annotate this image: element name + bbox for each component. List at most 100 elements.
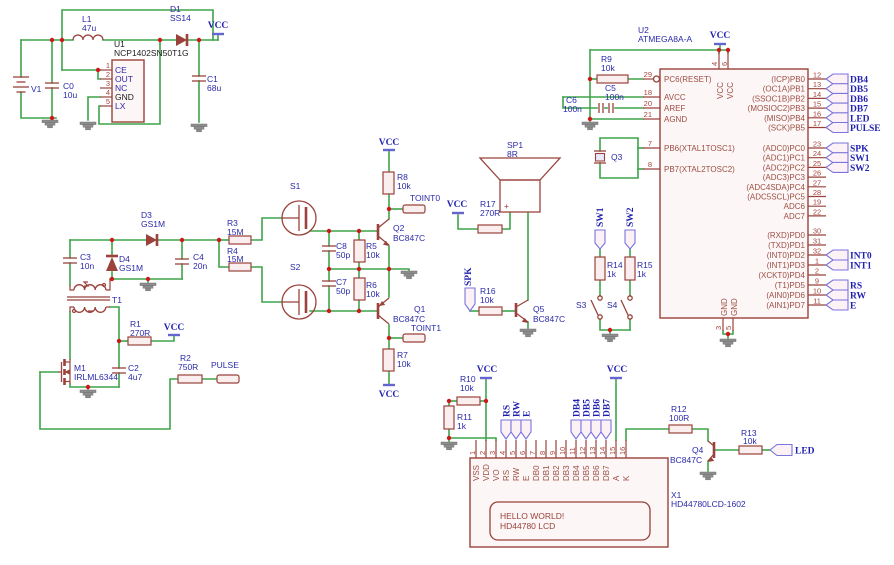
svg-text:23: 23 <box>813 140 821 149</box>
resistor-r6: R6 10k <box>353 277 380 301</box>
net-flag-label: E <box>523 411 533 417</box>
svg-text:RS: RS <box>502 470 511 481</box>
svg-text:R11: R11 <box>457 412 472 422</box>
svg-text:17: 17 <box>813 119 821 128</box>
svg-text:10k: 10k <box>480 295 494 305</box>
svg-text:29: 29 <box>644 70 652 79</box>
lcd-pin: 2 VDD <box>478 440 491 481</box>
regulator-u1: U1 NCP1402SN50T1G 1 2 3 4 5 CE OUT NC GN… <box>100 39 189 123</box>
resistor-r12: R12 100R <box>668 404 693 434</box>
svg-text:(SSOC1B)PB2: (SSOC1B)PB2 <box>752 94 805 103</box>
svg-text:1k: 1k <box>457 421 467 431</box>
svg-text:6: 6 <box>518 451 527 455</box>
svg-text:PB6(XTAL1TOSC1): PB6(XTAL1TOSC1) <box>664 144 735 153</box>
lcd-pin: 7 DB0 <box>528 440 541 481</box>
svg-text:10k: 10k <box>366 289 380 299</box>
svg-text:X1: X1 <box>671 490 682 500</box>
svg-text:SW2: SW2 <box>626 207 636 227</box>
lcd-pin: 6 E E <box>518 411 533 481</box>
svg-text:13: 13 <box>813 80 821 89</box>
net-flag-label: PULSE <box>850 124 881 134</box>
diode-d3: D3 GS1M <box>141 210 165 246</box>
crystal-q3: Q3 <box>594 150 623 164</box>
lcd-pin: 8 DB1 <box>538 440 551 481</box>
transformer-t1: T1 <box>67 279 122 314</box>
vcc-label: VCC <box>447 200 468 210</box>
svg-text:R10: R10 <box>460 374 476 384</box>
toint1-testpoint: TOINT1 <box>402 323 441 343</box>
resistor-r8: R8 10k <box>382 171 411 195</box>
capacitor-c2: C2 4u7 <box>112 363 142 382</box>
svg-text:SW1: SW1 <box>596 207 606 227</box>
diode-d1: D1 SS14 <box>170 4 191 46</box>
svg-text:10n: 10n <box>80 261 94 271</box>
svg-text:SS14: SS14 <box>170 13 191 23</box>
svg-text:R4: R4 <box>227 246 238 256</box>
svg-text:(ADC5SCL)PC5: (ADC5SCL)PC5 <box>747 193 805 202</box>
svg-text:U2: U2 <box>638 25 649 35</box>
net-flag-label: RS <box>503 405 513 417</box>
toint0-testpoint: TOINT0 <box>402 193 440 214</box>
svg-text:AVCC: AVCC <box>664 93 686 102</box>
net-flag-label: DB6 <box>593 399 603 417</box>
spk-flag: SPK <box>464 267 476 312</box>
svg-text:10k: 10k <box>366 250 380 260</box>
svg-text:(INT0)PD2: (INT0)PD2 <box>767 251 806 260</box>
resistor-r16: R16 10k <box>478 286 503 316</box>
pin-row: 19 ADC6 <box>784 198 826 211</box>
svg-text:32: 32 <box>813 247 821 256</box>
svg-text:R15: R15 <box>637 260 653 270</box>
transistor-q5: Q5 BC847C <box>514 299 565 324</box>
svg-text:C0: C0 <box>63 81 74 91</box>
svg-text:S2: S2 <box>290 262 301 272</box>
svg-text:31: 31 <box>813 237 821 246</box>
svg-text:28: 28 <box>813 188 821 197</box>
svg-text:HD44780LCD-1602: HD44780LCD-1602 <box>671 499 746 509</box>
net-flag-label: DB5 <box>583 399 593 417</box>
svg-text:10k: 10k <box>743 436 757 446</box>
svg-text:27: 27 <box>813 178 821 187</box>
svg-text:Q3: Q3 <box>611 152 623 162</box>
svg-text:+: + <box>504 201 509 211</box>
mcu-portc-pins: 23 (ADC0)PC0 SPK 24 (ADC1)PC1 SW1 25 (AD… <box>746 140 869 221</box>
lcd-pin: 14 DB7 DB7 <box>598 399 613 481</box>
svg-text:R17: R17 <box>480 199 496 209</box>
pulse-testpoint: PULSE <box>211 360 240 384</box>
svg-text:8: 8 <box>648 160 652 169</box>
capacitor-c8: C8 50p <box>322 241 350 260</box>
svg-text:SPK: SPK <box>464 267 474 286</box>
svg-text:GS1M: GS1M <box>141 219 165 229</box>
svg-text:(RXD)PD0: (RXD)PD0 <box>767 231 805 240</box>
svg-text:R1: R1 <box>130 319 141 329</box>
svg-text:DB3: DB3 <box>562 465 571 481</box>
svg-text:10k: 10k <box>460 383 474 393</box>
svg-text:R9: R9 <box>601 54 612 64</box>
pin-row: 30 (RXD)PD0 <box>767 227 826 240</box>
svg-text:Q4: Q4 <box>692 445 704 455</box>
lcd-pins: 1 VSS 2 VDD 3 VO 4 RS RS 5 RW <box>468 399 631 481</box>
svg-text:(INT1)PD3: (INT1)PD3 <box>767 261 806 270</box>
power-supply-section: V1 C0 10u L1 47u D1 SS14 U1 NCP1402SN50T… <box>13 4 221 123</box>
pin-row: 27 (ADC4SDA)PC4 <box>746 178 826 192</box>
svg-text:15: 15 <box>813 100 821 109</box>
svg-text:BC847C: BC847C <box>670 455 702 465</box>
svg-text:HELLO WORLD!: HELLO WORLD! <box>500 511 564 521</box>
lcd-pin: 9 DB2 <box>548 440 561 481</box>
resistor-r7: R7 10k <box>382 348 411 372</box>
svg-text:TOINT0: TOINT0 <box>410 193 440 203</box>
pin-row: 2 (XCKT0)PD4 <box>758 267 826 280</box>
capacitor-c4: C4 20n <box>175 252 207 271</box>
svg-text:24: 24 <box>813 149 821 158</box>
net-flag-label: LED <box>850 114 870 124</box>
lcd-pin: 11 DB4 DB4 <box>568 399 583 481</box>
mcu-u2: U2 ATMEGA8A-A R9 10k C5 100n C6 100n Q3 … <box>563 25 881 331</box>
pin-row: 13 (OC1A)PB1 DB5 <box>763 80 868 95</box>
resistor-r11: R11 1k <box>443 405 472 431</box>
svg-text:270R: 270R <box>480 208 500 218</box>
svg-text:R12: R12 <box>671 404 687 414</box>
svg-text:M1: M1 <box>74 363 86 373</box>
svg-text:K: K <box>622 475 631 481</box>
net-flag-label: DB7 <box>850 105 868 115</box>
svg-text:13: 13 <box>588 447 597 455</box>
